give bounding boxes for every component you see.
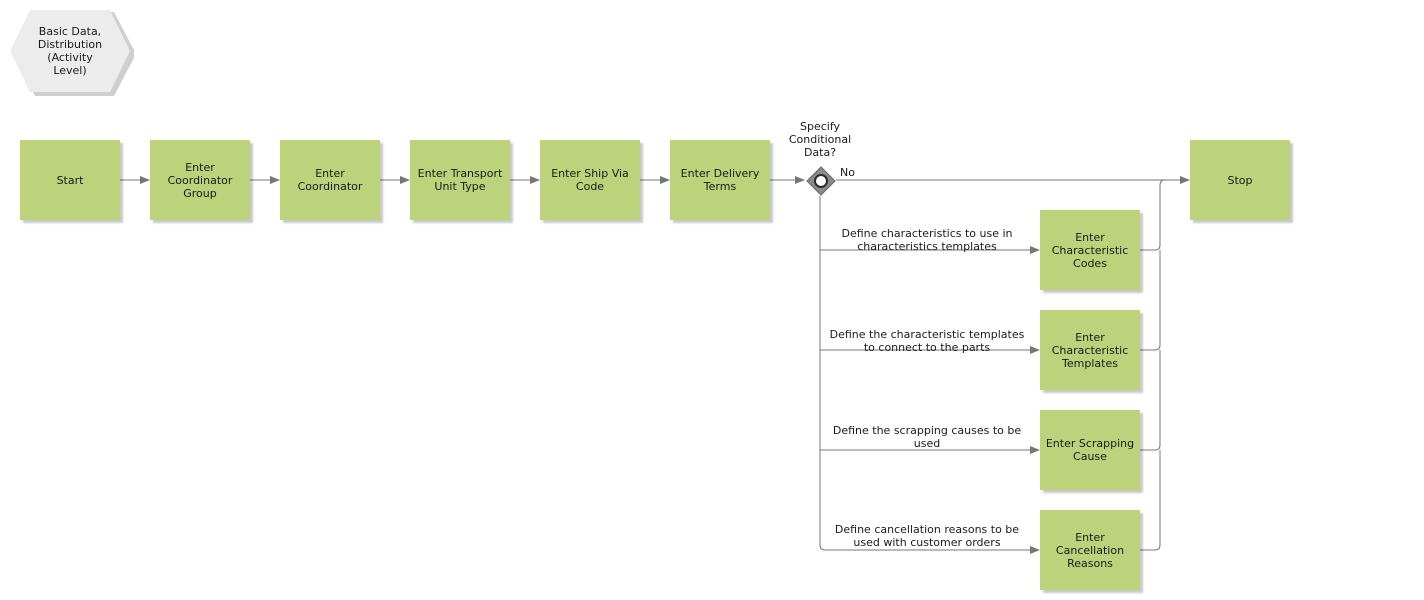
task-start[interactable]: Start	[20, 140, 120, 220]
decision-gateway[interactable]	[805, 165, 837, 197]
flow-merge-scrapping	[1140, 350, 1161, 451]
activity-level-label: Basic Data, Distribution (Activity Level…	[37, 25, 103, 77]
task-enter-coordinator[interactable]: Enter Coordinator	[280, 140, 380, 220]
task-enter-characteristic-templates[interactable]: Enter Characteristic Templates	[1040, 310, 1140, 390]
task-enter-coordinator-group[interactable]: Enter Coordinator Group	[150, 140, 250, 220]
task-enter-transport-unit-type[interactable]: Enter Transport Unit Type	[410, 140, 510, 220]
flow-label-no: No	[840, 166, 855, 179]
task-enter-cancellation-reasons[interactable]: Enter Cancellation Reasons	[1040, 510, 1140, 590]
gateway-diamond-icon	[806, 166, 836, 196]
flow-label-characteristics: Define characteristics to use in charact…	[841, 227, 1013, 253]
flow-merge-cancellation	[1140, 450, 1161, 551]
activity-level-header: Basic Data, Distribution (Activity Level…	[10, 10, 134, 96]
task-stop[interactable]: Stop	[1190, 140, 1290, 220]
hexagon-shape	[10, 10, 134, 96]
flow-merge-templates	[1140, 250, 1161, 351]
task-enter-characteristic-codes[interactable]: Enter Characteristic Codes	[1040, 210, 1140, 290]
task-enter-scrapping-cause[interactable]: Enter Scrapping Cause	[1040, 410, 1140, 490]
flow-label-cancellation: Define cancellation reasons to be used w…	[834, 523, 1020, 549]
task-enter-delivery-terms[interactable]: Enter Delivery Terms	[670, 140, 770, 220]
flow-label-templates: Define the characteristic templates to c…	[829, 328, 1025, 354]
task-enter-ship-via-code[interactable]: Enter Ship Via Code	[540, 140, 640, 220]
flow-label-scrapping: Define the scrapping causes to be used	[832, 424, 1022, 450]
gateway-question: Specify Conditional Data?	[788, 120, 852, 159]
flow-merge-to-stop	[1140, 179, 1166, 251]
flow-gateway-branch-trunk	[819, 196, 826, 551]
